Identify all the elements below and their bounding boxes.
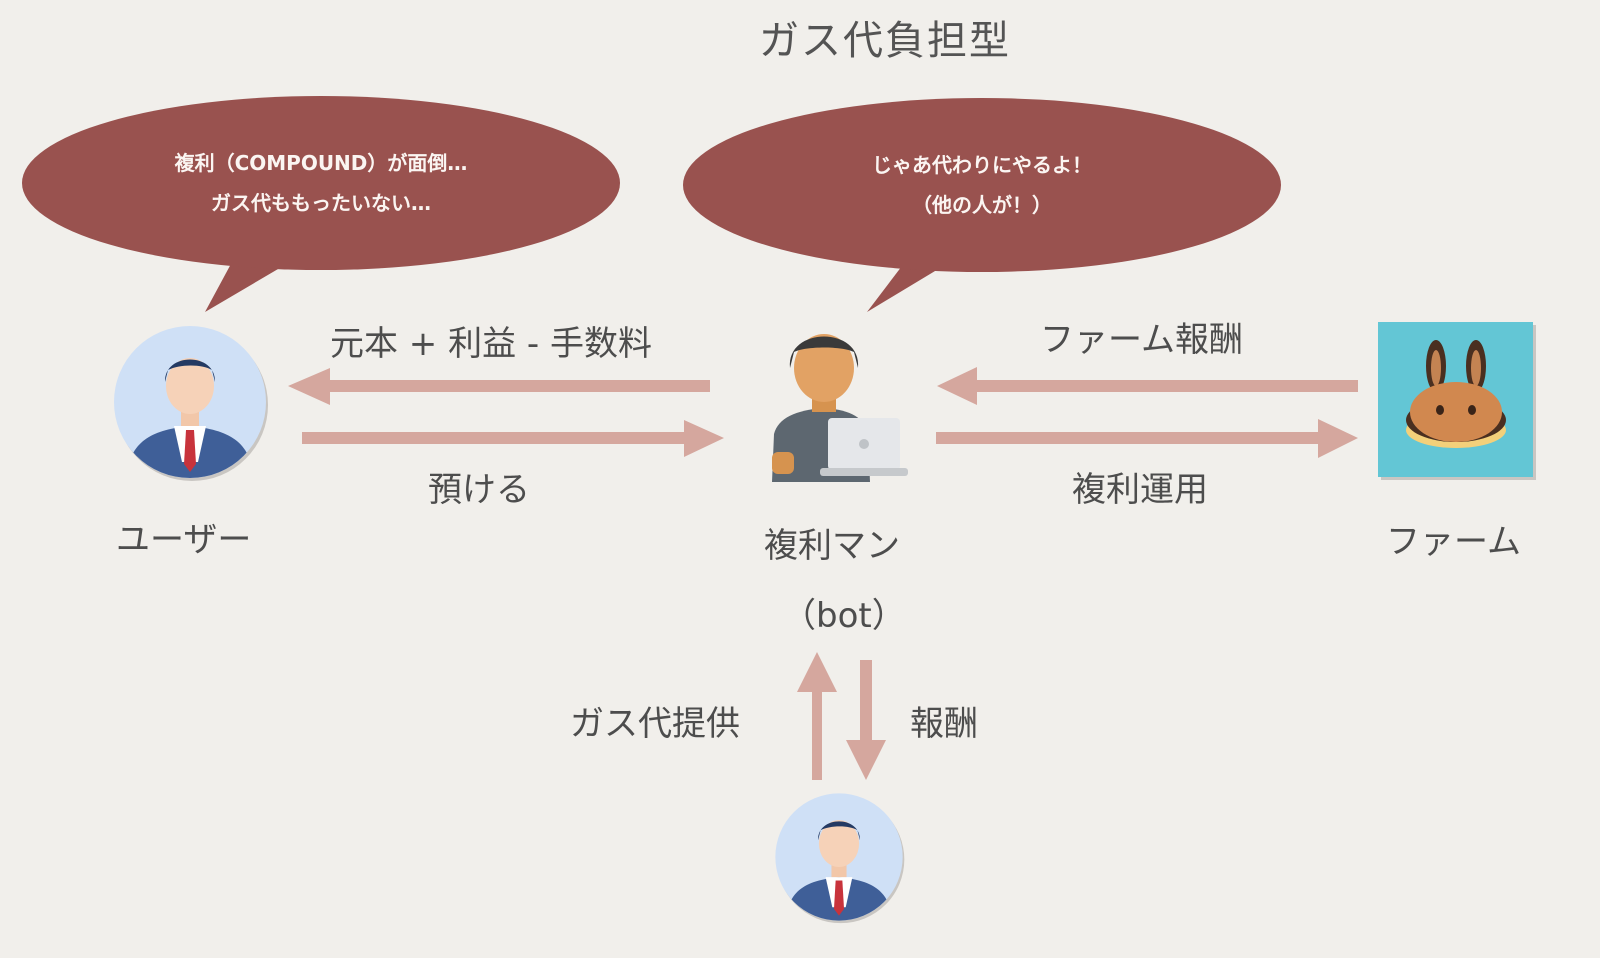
gas-provider-avatar	[775, 793, 905, 924]
page-title: ガス代負担型	[759, 18, 1011, 64]
edge-label-bot-to-farm: 複利運用	[1072, 470, 1208, 510]
node-label-farm: ファーム	[1386, 522, 1521, 562]
arrow-provider-to-bot	[797, 652, 837, 780]
user-bubble-line-1: 複利（COMPOUND）が面倒…	[174, 151, 468, 175]
arrow-bot-to-user	[288, 368, 710, 405]
edge-label-provider-to-bot: ガス代提供	[570, 704, 740, 744]
edge-label-bot-to-provider: 報酬	[910, 704, 978, 744]
arrow-user-to-bot	[302, 420, 724, 457]
arrow-farm-to-bot	[937, 367, 1358, 405]
bot-person-laptop	[772, 334, 908, 482]
node-label-bot: 複利マン	[764, 526, 900, 566]
user-bubble-line-2: ガス代ももったいない…	[211, 191, 431, 215]
farm-pancake-bunny	[1378, 322, 1536, 480]
user-avatar	[114, 326, 268, 481]
edge-label-bot-to-user: 元本 + 利益 - 手数料	[330, 324, 652, 364]
arrow-bot-to-farm	[936, 419, 1358, 458]
edge-label-farm-to-bot: ファーム報酬	[1040, 320, 1243, 360]
node-label-user: ユーザー	[116, 520, 252, 560]
bot-bubble-line-1: じゃあ代わりにやるよ！	[872, 153, 1092, 177]
arrow-bot-to-provider	[846, 660, 886, 780]
edge-label-user-to-bot: 預ける	[428, 470, 530, 510]
node-sublabel-bot: （bot）	[782, 596, 906, 636]
bot-speech-bubble: じゃあ代わりにやるよ！ （他の人が！）	[683, 98, 1281, 272]
user-speech-bubble: 複利（COMPOUND）が面倒… ガス代ももったいない…	[22, 96, 620, 270]
bot-bubble-line-2: （他の人が！）	[912, 193, 1052, 217]
